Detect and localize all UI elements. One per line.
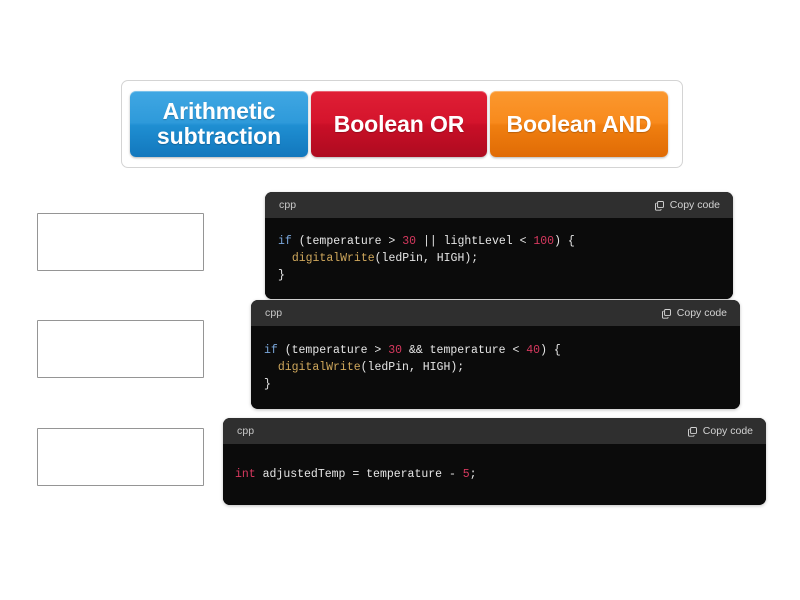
code-token: digitalWrite xyxy=(277,361,361,374)
code-line: int adjustedTemp = temperature - 5; xyxy=(235,466,766,483)
copy-code-button[interactable]: Copy code xyxy=(661,307,727,319)
tile-label: Boolean OR xyxy=(333,110,465,137)
code-token: if xyxy=(264,344,278,357)
code-block-header: cpp Copy code xyxy=(223,418,766,444)
code-line: } xyxy=(278,267,733,284)
code-token: adjustedTemp = temperature - xyxy=(255,468,463,481)
code-token: 100 xyxy=(533,235,555,248)
code-token: || lightLevel < xyxy=(416,235,534,248)
code-token: (ledPin, HIGH); xyxy=(360,361,465,374)
code-token: ) { xyxy=(540,344,561,357)
code-token: ; xyxy=(469,468,477,481)
code-token: ) { xyxy=(554,235,575,248)
code-token: digitalWrite xyxy=(291,252,375,265)
code-token: (ledPin, HIGH); xyxy=(374,252,479,265)
code-line: digitalWrite(ledPin, HIGH); xyxy=(264,359,740,376)
code-language-label: cpp xyxy=(265,307,283,319)
answer-tile-tray: Arithmetic subtraction Boolean OR Boolea… xyxy=(121,80,683,168)
drop-zone-1[interactable] xyxy=(37,213,204,271)
code-block-3: cpp Copy code int adjustedTemp = tempera… xyxy=(223,418,766,505)
code-token: 30 xyxy=(388,344,403,357)
code-block-header: cpp Copy code xyxy=(265,192,733,218)
code-token xyxy=(264,361,278,374)
drop-zone-3[interactable] xyxy=(37,428,204,486)
copy-icon xyxy=(661,308,672,319)
code-line: digitalWrite(ledPin, HIGH); xyxy=(278,250,733,267)
code-token: 40 xyxy=(526,344,541,357)
code-body: if (temperature > 30 || lightLevel < 100… xyxy=(265,218,733,299)
tile-boolean-or[interactable]: Boolean OR xyxy=(311,91,487,157)
copy-icon xyxy=(687,426,698,437)
copy-icon xyxy=(654,200,665,211)
code-token: 30 xyxy=(402,235,417,248)
code-token xyxy=(278,252,292,265)
code-token: } xyxy=(264,378,271,391)
code-token: if xyxy=(278,235,292,248)
code-token: int xyxy=(235,468,256,481)
tile-label: Arithmetic subtraction xyxy=(156,98,282,149)
code-token: } xyxy=(278,269,285,282)
code-body: if (temperature > 30 && temperature < 40… xyxy=(251,326,740,409)
drop-zone-2[interactable] xyxy=(37,320,204,378)
copy-code-label: Copy code xyxy=(669,199,720,211)
code-block-2: cpp Copy code if (temperature > 30 && te… xyxy=(251,300,740,409)
code-block-header: cpp Copy code xyxy=(251,300,740,326)
copy-code-label: Copy code xyxy=(676,307,727,319)
tile-label: Boolean AND xyxy=(506,110,652,137)
copy-code-button[interactable]: Copy code xyxy=(654,199,720,211)
code-line: } xyxy=(264,376,740,393)
code-token: (temperature > xyxy=(277,344,389,357)
code-token: (temperature > xyxy=(291,235,403,248)
copy-code-label: Copy code xyxy=(702,425,753,437)
code-block-1: cpp Copy code if (temperature > 30 || li… xyxy=(265,192,733,299)
tile-arithmetic-subtraction[interactable]: Arithmetic subtraction xyxy=(130,91,308,157)
code-body: int adjustedTemp = temperature - 5; xyxy=(223,444,766,505)
tile-boolean-and[interactable]: Boolean AND xyxy=(490,91,668,157)
code-language-label: cpp xyxy=(279,199,297,211)
code-token: 5 xyxy=(462,468,470,481)
code-token: && temperature < xyxy=(402,344,527,357)
code-language-label: cpp xyxy=(237,425,255,437)
code-line: if (temperature > 30 || lightLevel < 100… xyxy=(278,233,733,250)
copy-code-button[interactable]: Copy code xyxy=(687,425,753,437)
code-line: if (temperature > 30 && temperature < 40… xyxy=(264,342,740,359)
